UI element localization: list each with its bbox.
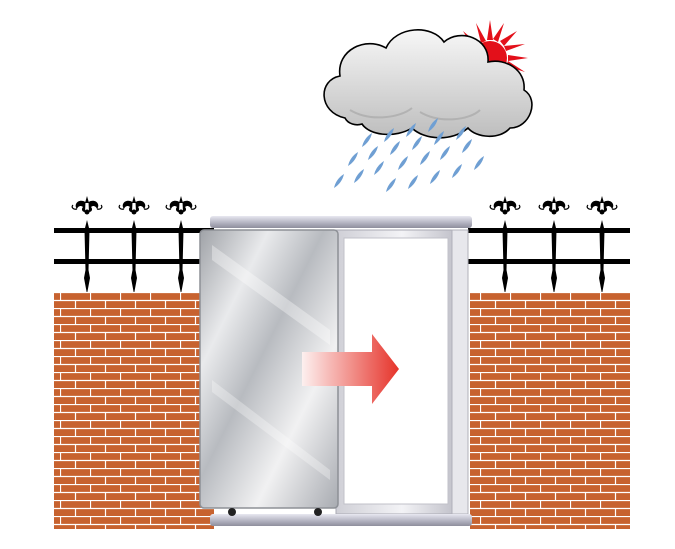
fence-finial [118, 195, 150, 216]
gate-wheel [228, 508, 236, 516]
sliding-gate-panel [199, 229, 339, 509]
top-gate-rail [210, 216, 472, 228]
rain-cloud-icon [323, 29, 533, 139]
fence-finial [586, 195, 618, 216]
left-fence [54, 195, 214, 294]
raindrops [334, 118, 484, 192]
left-brick-wall [54, 292, 214, 529]
fence-finial [165, 195, 197, 216]
fence-finial [71, 195, 103, 216]
bottom-gate-rail [210, 514, 472, 526]
fence-finial [538, 195, 570, 216]
gate-wheel [314, 508, 322, 516]
arrow-right-icon [302, 334, 399, 404]
right-fence [468, 195, 630, 294]
fence-finial [489, 195, 521, 216]
gate-side-post [451, 229, 469, 515]
right-brick-wall [470, 292, 630, 529]
